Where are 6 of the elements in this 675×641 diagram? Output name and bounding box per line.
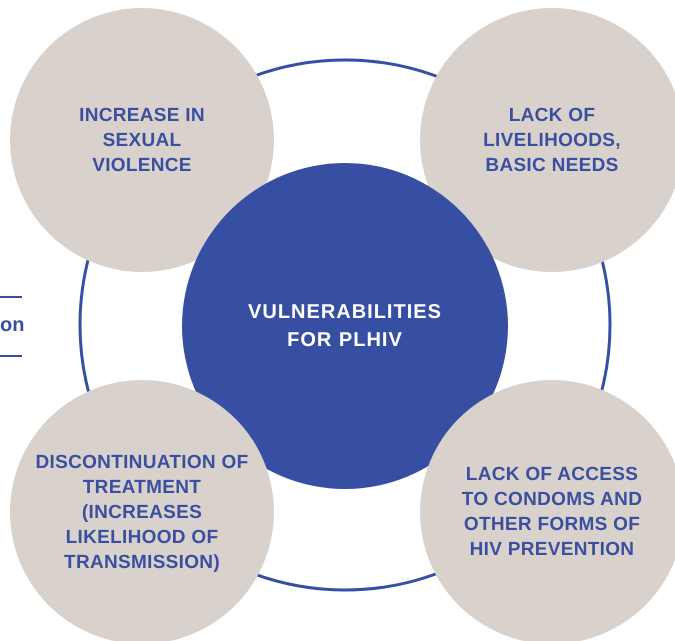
circle-label: INCREASE IN SEXUAL VIOLENCE <box>78 104 206 178</box>
circle-label: DISCONTINUATION OF TREATMENT (INCREASES LIKELIHOOD OF TRANSMISSION) <box>35 450 249 574</box>
circle-label: LACK OF LIVELIHOODS, BASIC NEEDS <box>482 104 622 178</box>
circle-label: LACK OF ACCESS TO CONDOMS AND OTHER FORMS OF HIV PREVENTION <box>460 463 644 562</box>
circle-label: VULNERABILITIES FOR PLHIV <box>247 300 443 353</box>
partial-text: on <box>0 314 24 337</box>
